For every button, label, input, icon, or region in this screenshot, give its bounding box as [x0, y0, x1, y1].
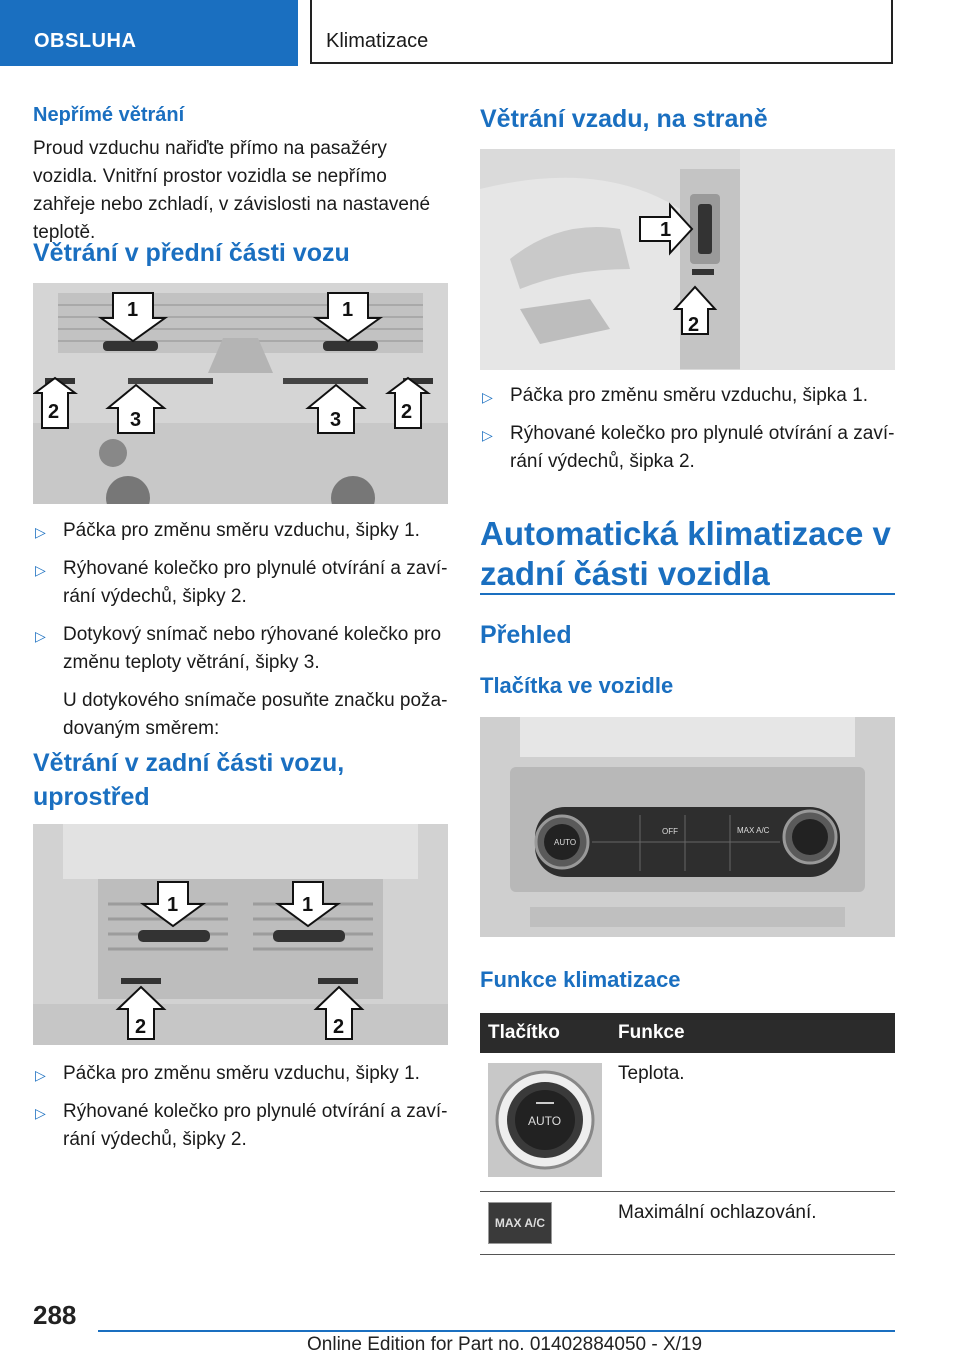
chapter-header: Klimatizace	[310, 0, 893, 64]
climate-panel-image: AUTO MAX A/C OFF	[480, 717, 895, 937]
chapter-label: Klimatizace	[326, 30, 429, 52]
rear-center-heading: Větrání v zadní části vozu, uprostřed	[33, 749, 345, 811]
overview-heading: Přehled	[480, 621, 572, 649]
indirect-ventilation-heading: Nepřímé větrání	[33, 104, 185, 126]
list-item: ▷Páčka pro změnu směru vzduchu, šipka 1.	[480, 382, 895, 410]
climate-functions-table: Tlačítko Funkce AUTO Teplota.	[480, 1013, 895, 1255]
edition-footer: Online Edition for Part no. 01402884050 …	[307, 1334, 703, 1355]
side-rear-heading: Větrání vzadu, na straně	[480, 105, 768, 133]
table-row: MAX A/C Maximální ochlazování.	[480, 1191, 895, 1255]
front-label-3a: 3	[130, 409, 141, 431]
rear-label-1a: 1	[167, 894, 178, 916]
list-item: ▷Páčka pro změnu směru vzduchu, šipky 1.	[33, 1060, 448, 1088]
list-item: ▷Dotykový snímač nebo rýhované kolečko p…	[35, 624, 442, 673]
maxac-function-text: Maximální ochlazování.	[610, 1191, 895, 1255]
arrow-3-right	[305, 383, 367, 434]
triangle-bullet-icon: ▷	[35, 524, 46, 540]
side-vent-image: 1 2	[480, 149, 895, 370]
front-bullets: ▷Páčka pro změnu směru vzduchu, šipky 1.…	[33, 517, 448, 743]
section-label: OBSLUHA	[34, 30, 137, 52]
auto-knob-image: AUTO	[488, 1063, 602, 1177]
front-label-2a: 2	[48, 401, 59, 423]
front-label-2b: 2	[401, 401, 412, 423]
arrow-1-left	[97, 292, 169, 343]
col-button-header: Tlačítko	[480, 1013, 610, 1053]
panel-maxac-label: MAX A/C	[737, 826, 770, 835]
heading-rule	[480, 593, 895, 595]
max-ac-button-image: MAX A/C	[488, 1202, 552, 1244]
auto-knob-cell: AUTO	[480, 1053, 610, 1192]
rear-label-2a: 2	[135, 1016, 146, 1038]
triangle-bullet-icon: ▷	[35, 1067, 46, 1083]
table-header-row: Tlačítko Funkce	[480, 1013, 895, 1053]
touch-sensor-note: U dotykového snímače posuňte značku poža…	[63, 690, 448, 739]
indirect-ventilation-text: Proud vzduchu nařiďte přímo na pasažéry …	[33, 138, 431, 243]
auto-knob-label: AUTO	[528, 1114, 561, 1128]
section-tab: OBSLUHA	[0, 0, 298, 66]
list-item: ▷Páčka pro změnu směru vzduchu, šipky 1.	[33, 517, 448, 545]
maxac-button-cell: MAX A/C	[480, 1191, 610, 1255]
front-label-3b: 3	[330, 409, 341, 431]
panel-auto-label: AUTO	[554, 838, 576, 847]
list-item: ▷Rýhované kolečko pro plynulé otvírání a…	[482, 423, 895, 472]
arrow-3-left	[105, 383, 167, 434]
page-number: 288	[33, 1300, 77, 1330]
rear-label-2b: 2	[333, 1016, 344, 1038]
front-vent-image: 1 1 2 3 3 2	[33, 283, 448, 504]
triangle-bullet-icon: ▷	[35, 1105, 46, 1121]
triangle-bullet-icon: ▷	[35, 562, 46, 578]
max-ac-label: MAX A/C	[494, 1216, 546, 1230]
panel-off-label: OFF	[662, 827, 678, 836]
side-label-1: 1	[660, 219, 671, 241]
rear-auto-climate-heading: Automatická klimatizace v zadní části vo…	[480, 515, 891, 592]
rear-label-1b: 1	[302, 894, 313, 916]
triangle-bullet-icon: ▷	[482, 427, 493, 443]
rear-center-vent-image: 1 1 2 2	[33, 824, 448, 1045]
list-item: ▷Rýhované kolečko pro plynulé otvírání a…	[35, 1101, 448, 1150]
table-row: AUTO Teplota.	[480, 1053, 895, 1192]
side-label-2: 2	[688, 314, 699, 336]
front-ventilation-heading: Větrání v přední části vozu	[33, 239, 350, 267]
arrow-1-right	[312, 292, 384, 343]
triangle-bullet-icon: ▷	[35, 628, 46, 644]
triangle-bullet-icon: ▷	[482, 389, 493, 405]
front-label-1a: 1	[127, 299, 138, 321]
auto-function-text: Teplota.	[610, 1053, 895, 1192]
arrow-2-right	[385, 376, 431, 429]
left-intro: Nepřímé větrání Proud vzduchu nařiďte př…	[33, 104, 448, 247]
buttons-heading: Tlačítka ve vozidle	[480, 673, 674, 698]
side-bullets: ▷Páčka pro změnu směru vzduchu, šipka 1.…	[480, 382, 895, 486]
list-item: ▷Rýhované kolečko pro plynulé otvírání a…	[35, 558, 448, 607]
rear-center-bullets: ▷Páčka pro změnu směru vzduchu, šipky 1.…	[33, 1060, 448, 1164]
arrow-2-left	[33, 376, 78, 429]
functions-heading: Funkce klimatizace	[480, 967, 681, 992]
col-function-header: Funkce	[610, 1013, 895, 1053]
front-label-1b: 1	[342, 299, 353, 321]
footer-rule	[98, 1330, 895, 1332]
